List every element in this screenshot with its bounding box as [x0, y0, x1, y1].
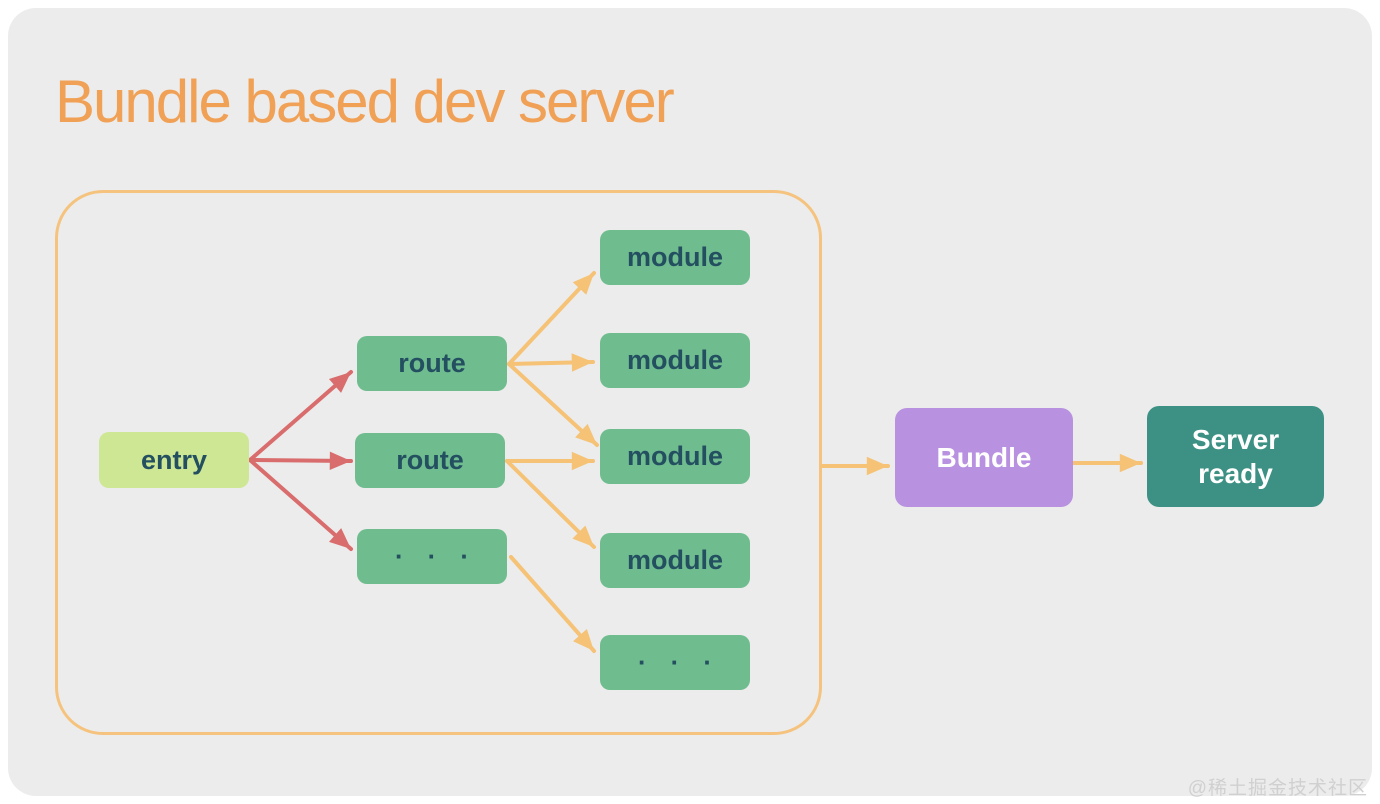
node-route-1-label: route: [398, 348, 466, 378]
node-module-1-label: module: [626, 242, 723, 272]
node-module-ellipsis-label: ···: [638, 647, 736, 677]
page-title: Bundle based dev server: [55, 68, 675, 135]
node-route-1: route: [357, 336, 507, 391]
node-server-ready-label: Server ready: [1191, 423, 1280, 489]
bundler-boundary-frame: [55, 190, 822, 735]
node-module-4: module: [600, 533, 750, 588]
watermark: @稀土掘金技术社区: [1187, 778, 1368, 799]
node-entry: entry: [99, 432, 249, 488]
node-bundle: Bundle: [895, 408, 1073, 507]
node-module-2-label: module: [626, 345, 723, 375]
node-module-1: module: [600, 230, 750, 285]
node-module-4-label: module: [626, 545, 723, 575]
node-route-2-label: route: [396, 445, 464, 475]
node-route-2: route: [355, 433, 505, 488]
node-entry-label: entry: [140, 444, 208, 475]
node-route-ellipsis: ···: [357, 529, 507, 584]
node-route-ellipsis-label: ···: [395, 541, 493, 571]
node-module-ellipsis: ···: [600, 635, 750, 690]
node-module-3-label: module: [626, 441, 723, 471]
node-module-2: module: [600, 333, 750, 388]
node-server-ready: Server ready: [1147, 406, 1324, 507]
node-module-3: module: [600, 429, 750, 484]
node-bundle-label: Bundle: [936, 441, 1032, 473]
